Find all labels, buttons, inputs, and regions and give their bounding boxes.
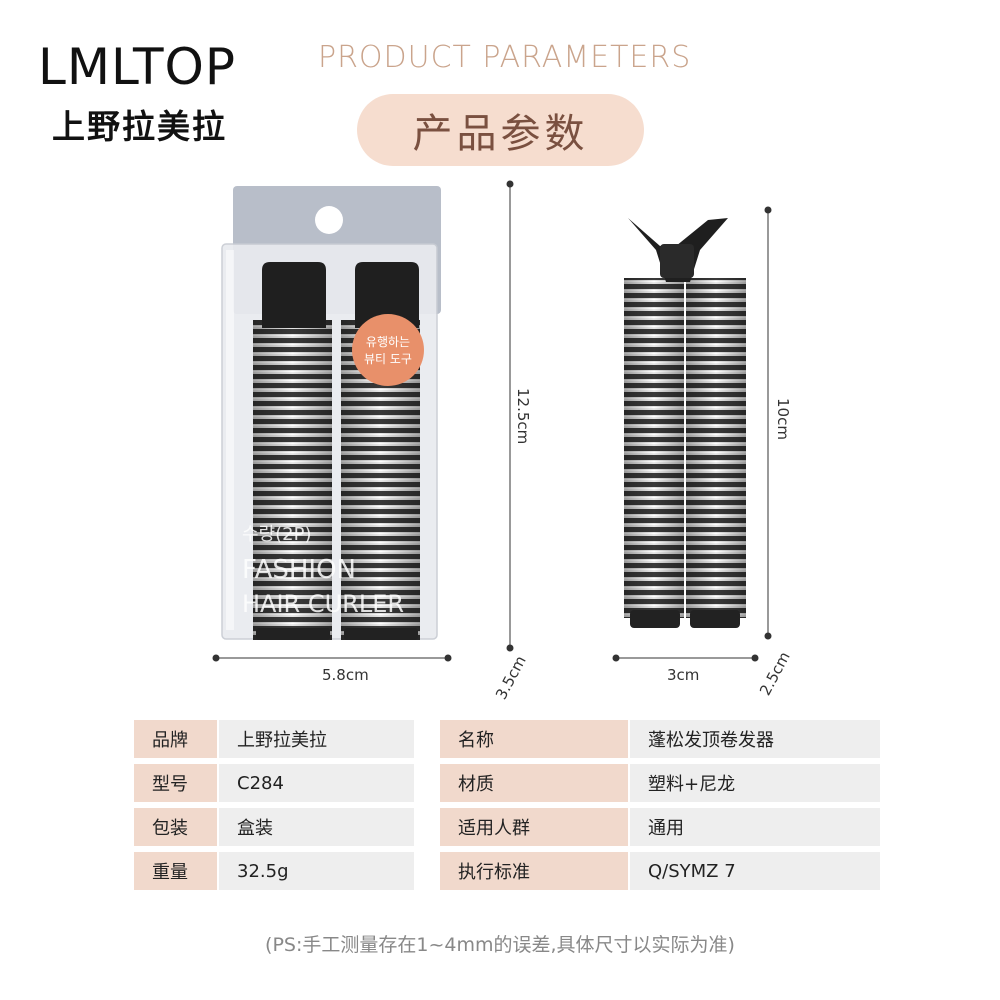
spec-value: 通用: [630, 808, 880, 846]
brand-name-en: LMLTOP: [38, 38, 237, 96]
spec-label: 适用人群: [440, 808, 628, 846]
spec-label: 执行标准: [440, 852, 628, 890]
params-title-cn: 产品参数: [412, 111, 589, 157]
hang-hole: [315, 206, 343, 234]
spec-value: 上野拉美拉: [219, 720, 414, 758]
spec-label: 型号: [134, 764, 217, 802]
spec-value: C284: [219, 764, 414, 802]
package-curler-text: HAIR CURLER: [242, 590, 404, 618]
package-qty-text: 수량(2P): [242, 524, 311, 545]
curler-right-cap: [344, 628, 418, 640]
spec-value: 塑料+尼龙: [630, 764, 880, 802]
bare-clip-base: [660, 244, 694, 278]
brand-name-cn: 上野拉美拉: [52, 107, 227, 146]
curler-left-cap: [256, 628, 330, 640]
dim-height-label-right: 10cm: [774, 398, 792, 440]
spec-value: 32.5g: [219, 852, 414, 890]
dim-width-label-left: 5.8cm: [322, 666, 369, 684]
product-illustration: 유행하는 뷰티 도구 수량(2P) FASHION HAIR CURLER: [212, 180, 772, 662]
product-stage: 유행하는 뷰티 도구 수량(2P) FASHION HAIR CURLER: [0, 170, 1000, 702]
sticker-line1: 유행하는: [366, 334, 410, 349]
package-fashion-text: FASHION: [242, 555, 356, 585]
dim-width-label-right: 3cm: [667, 666, 700, 684]
spec-value: 蓬松发顶卷发器: [630, 720, 880, 758]
bare-cap-left: [630, 610, 680, 628]
spec-label: 名称: [440, 720, 628, 758]
clip-right: [355, 262, 419, 328]
params-title-en: PRODUCT PARAMETERS: [318, 40, 692, 75]
bare-cap-right: [690, 610, 740, 628]
box-highlight: [226, 250, 234, 630]
measurement-footnote: (PS:手工测量存在1~4mm的误差,具体尺寸以实际为准): [265, 934, 735, 956]
spec-label: 品牌: [134, 720, 217, 758]
spec-label: 材质: [440, 764, 628, 802]
params-title-pill: 产品参数: [357, 94, 644, 166]
spec-value: 盒装: [219, 808, 414, 846]
packaged-curler-group: 유행하는 뷰티 도구 수량(2P) FASHION HAIR CURLER: [212, 180, 514, 662]
dim-height-label-left: 12.5cm: [514, 388, 532, 445]
spec-label: 重量: [134, 852, 217, 890]
clip-left: [262, 262, 326, 328]
sticker-badge: [352, 314, 424, 386]
sticker-line2: 뷰티 도구: [364, 352, 412, 366]
bare-curler-group: [612, 206, 772, 662]
spec-value: Q/SYMZ 7: [630, 852, 880, 890]
spec-label: 包装: [134, 808, 217, 846]
